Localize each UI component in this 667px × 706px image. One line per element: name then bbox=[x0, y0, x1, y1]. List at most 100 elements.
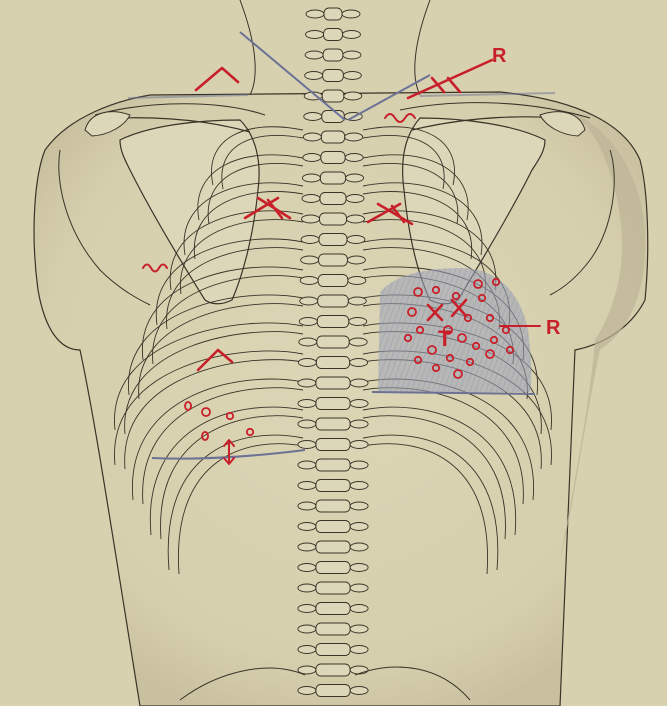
transverse-process-right bbox=[348, 277, 366, 285]
vertebra bbox=[316, 664, 350, 676]
vertebra bbox=[319, 254, 348, 266]
transverse-process-right bbox=[347, 256, 365, 264]
transverse-process-right bbox=[342, 10, 360, 18]
label-r-right: R bbox=[546, 317, 561, 339]
vertebra bbox=[322, 90, 344, 102]
transverse-process-left bbox=[305, 72, 323, 80]
vertebra bbox=[316, 459, 350, 471]
transverse-process-left bbox=[298, 605, 316, 613]
transverse-process-right bbox=[343, 51, 361, 59]
transverse-process-left bbox=[298, 564, 316, 572]
transverse-process-left bbox=[298, 687, 316, 695]
transverse-process-left bbox=[306, 31, 324, 39]
vertebra bbox=[321, 152, 345, 164]
transverse-process-right bbox=[350, 605, 368, 613]
vertebra bbox=[316, 562, 350, 574]
transverse-process-right bbox=[350, 584, 368, 592]
transverse-process-right bbox=[350, 625, 368, 633]
transverse-process-right bbox=[350, 359, 368, 367]
transverse-process-right bbox=[345, 154, 363, 162]
vertebra bbox=[316, 500, 350, 512]
transverse-process-left bbox=[298, 400, 316, 408]
transverse-process-left bbox=[298, 461, 316, 469]
vertebra bbox=[316, 418, 350, 430]
vertebra bbox=[316, 603, 350, 615]
vertebra bbox=[316, 398, 350, 410]
vertebra bbox=[316, 377, 350, 389]
transverse-process-right bbox=[348, 297, 366, 305]
transverse-process-right bbox=[346, 195, 364, 203]
transverse-process-left bbox=[298, 359, 316, 367]
transverse-process-right bbox=[350, 400, 368, 408]
transverse-process-left bbox=[298, 543, 316, 551]
transverse-process-left bbox=[298, 441, 316, 449]
transverse-process-right bbox=[345, 133, 363, 141]
transverse-process-right bbox=[347, 215, 365, 223]
vertebra bbox=[324, 29, 343, 41]
transverse-process-left bbox=[298, 523, 316, 531]
transverse-process-left bbox=[298, 646, 316, 654]
transverse-process-right bbox=[350, 687, 368, 695]
transverse-process-left bbox=[298, 584, 316, 592]
transverse-process-left bbox=[303, 133, 321, 141]
transverse-process-left bbox=[305, 51, 323, 59]
transverse-process-left bbox=[302, 195, 320, 203]
label-r-upper: R bbox=[492, 45, 507, 67]
vertebra bbox=[316, 685, 350, 697]
transverse-process-left bbox=[298, 420, 316, 428]
transverse-process-left bbox=[304, 113, 322, 121]
transverse-process-right bbox=[350, 461, 368, 469]
transverse-process-right bbox=[347, 236, 365, 244]
transverse-process-right bbox=[350, 543, 368, 551]
transverse-process-right bbox=[350, 666, 368, 674]
vertebra bbox=[323, 49, 343, 61]
transverse-process-right bbox=[344, 92, 362, 100]
vertebra bbox=[317, 336, 349, 348]
transverse-process-left bbox=[298, 379, 316, 387]
transverse-process-left bbox=[298, 502, 316, 510]
vertebra bbox=[316, 521, 350, 533]
vertebra bbox=[316, 541, 350, 553]
transverse-process-right bbox=[346, 174, 364, 182]
transverse-process-left bbox=[302, 215, 320, 223]
vertebra bbox=[318, 275, 348, 287]
transverse-process-left bbox=[298, 625, 316, 633]
label-t-center: T bbox=[438, 326, 452, 351]
transverse-process-right bbox=[350, 379, 368, 387]
vertebra bbox=[316, 357, 349, 369]
vertebra bbox=[319, 234, 347, 246]
vertebra bbox=[320, 213, 347, 225]
transverse-process-right bbox=[350, 564, 368, 572]
transverse-process-right bbox=[350, 646, 368, 654]
transverse-process-left bbox=[299, 318, 317, 326]
transverse-process-left bbox=[301, 236, 319, 244]
vertebra bbox=[318, 295, 349, 307]
transverse-process-left bbox=[306, 10, 324, 18]
transverse-process-right bbox=[349, 338, 367, 346]
transverse-process-left bbox=[301, 256, 319, 264]
transverse-process-right bbox=[350, 482, 368, 490]
transverse-process-left bbox=[298, 482, 316, 490]
transverse-process-left bbox=[300, 297, 318, 305]
transverse-process-left bbox=[300, 277, 318, 285]
vertebra bbox=[317, 316, 349, 328]
transverse-process-right bbox=[343, 72, 361, 80]
transverse-process-left bbox=[303, 154, 321, 162]
transverse-process-right bbox=[350, 441, 368, 449]
transverse-process-left bbox=[299, 338, 317, 346]
transverse-process-right bbox=[350, 502, 368, 510]
vertebra bbox=[321, 131, 344, 143]
transverse-process-right bbox=[350, 420, 368, 428]
transverse-process-right bbox=[349, 318, 367, 326]
vertebra bbox=[316, 439, 350, 451]
transverse-process-right bbox=[350, 523, 368, 531]
transverse-process-right bbox=[342, 31, 360, 39]
vertebra bbox=[320, 193, 346, 205]
vertebra bbox=[316, 644, 350, 656]
vertebra bbox=[320, 172, 345, 184]
vertebra bbox=[316, 623, 350, 635]
vertebra bbox=[323, 70, 344, 82]
vertebra bbox=[324, 8, 342, 20]
